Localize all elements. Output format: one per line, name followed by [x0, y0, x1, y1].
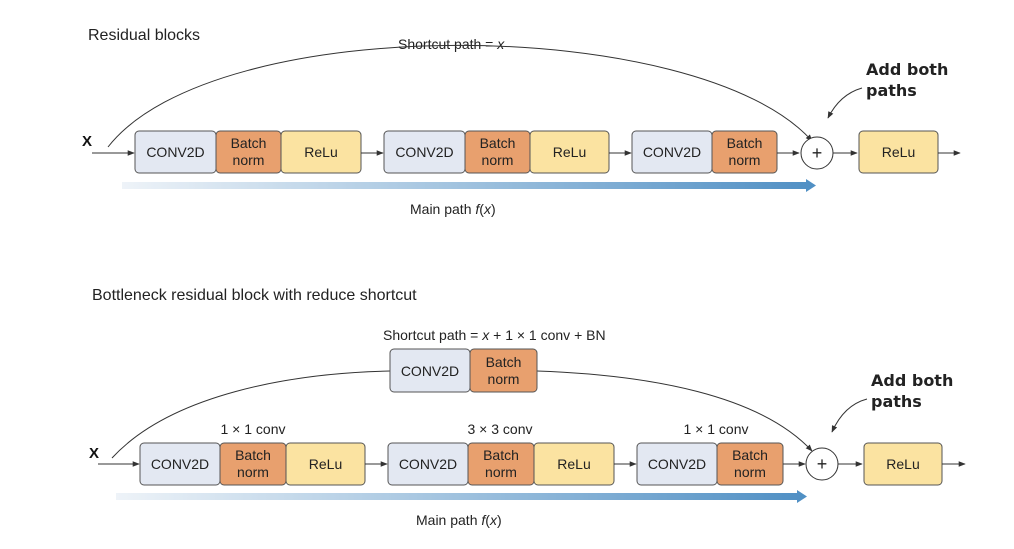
batch-norm-label-line2: norm [233, 152, 265, 168]
conv2d-label: CONV2D [146, 144, 204, 160]
batch-norm-label-line2: norm [488, 371, 520, 387]
diagram1-title: Residual blocks [88, 27, 200, 44]
diagram2-block2-caption: 3 × 3 conv [468, 421, 533, 437]
batch-norm-label-line2: norm [485, 464, 517, 480]
batch-norm-box [469, 348, 538, 393]
conv2d-label: CONV2D [395, 144, 453, 160]
diagram1-block-2: CONV2D Batch norm ReLu [383, 130, 610, 174]
batch-norm-label-line1: Batch [231, 135, 267, 151]
conv2d-label: CONV2D [648, 456, 706, 472]
diagram2-shortcut-label: Shortcut path = x + 1 × 1 conv + BN [383, 327, 606, 343]
batch-norm-label-line1: Batch [235, 447, 271, 463]
diagram1-input-label: X [82, 133, 92, 150]
conv2d-label: CONV2D [401, 363, 459, 379]
diagram2-plus-symbol: + [817, 454, 828, 474]
batch-norm-label-line1: Batch [486, 354, 522, 370]
diagram1-callout-line1: Add both [866, 60, 948, 79]
diagram1-shortcut-label: Shortcut path = x [398, 36, 505, 52]
relu-label: ReLu [309, 456, 342, 472]
batch-norm-box [711, 130, 778, 174]
relu-box [280, 130, 362, 174]
batch-norm-label-line1: Batch [480, 135, 516, 151]
relu-box [529, 130, 610, 174]
conv2d-label: CONV2D [151, 456, 209, 472]
diagram2-callout-line1: Add both [871, 371, 953, 390]
batch-norm-label-line1: Batch [727, 135, 763, 151]
diagram1-plus-symbol: + [812, 143, 823, 163]
conv2d-label: CONV2D [399, 456, 457, 472]
bottleneck-block-diagram: Bottleneck residual block with reduce sh… [89, 287, 966, 528]
diagram2-final-relu-label: ReLu [886, 456, 919, 472]
diagram2-input-label: X [89, 445, 99, 462]
batch-norm-label-line1: Batch [732, 447, 768, 463]
residual-blocks-diagram: Residual blocks Shortcut path = x Add bo… [82, 27, 961, 217]
diagram1-shortcut-arc [107, 44, 813, 148]
diagram2-shortcut-arc-left [111, 370, 391, 459]
diagram2-callout-arrow [831, 398, 868, 433]
batch-norm-label-line1: Batch [483, 447, 519, 463]
diagram2-block-2: CONV2D Batch norm ReLu [387, 442, 615, 486]
diagram1-callout-line2: paths [866, 81, 917, 100]
diagram2-main-path-arrow [116, 490, 807, 503]
diagram2-callout-line2: paths [871, 392, 922, 411]
diagram1-block-3: CONV2D Batch norm [631, 130, 778, 174]
diagram1-callout-arrow [827, 87, 863, 119]
batch-norm-label-line2: norm [237, 464, 269, 480]
diagram1-final-relu-label: ReLu [882, 144, 915, 160]
relu-label: ReLu [304, 144, 337, 160]
diagram2-title: Bottleneck residual block with reduce sh… [92, 287, 417, 304]
diagram2-block1-caption: 1 × 1 conv [221, 421, 286, 437]
diagram2-shortcut-block: CONV2D Batch norm [389, 348, 538, 393]
batch-norm-label-line2: norm [729, 152, 761, 168]
diagram2-block3-caption: 1 × 1 conv [684, 421, 749, 437]
relu-label: ReLu [553, 144, 586, 160]
diagram1-main-path-arrow [122, 179, 816, 192]
diagram2-block-1: CONV2D Batch norm ReLu [139, 442, 366, 486]
batch-norm-label-line2: norm [734, 464, 766, 480]
relu-label: ReLu [557, 456, 590, 472]
diagram2-shortcut-arc-right [536, 370, 813, 452]
diagram1-final-relu-box [858, 130, 939, 174]
diagram2-block-3: CONV2D Batch norm [636, 442, 784, 486]
batch-norm-label-line2: norm [482, 152, 514, 168]
diagram1-main-path-label: Main path f(x) [410, 201, 496, 217]
conv2d-label: CONV2D [643, 144, 701, 160]
diagram1-block-1: CONV2D Batch norm ReLu [134, 130, 362, 174]
diagram2-main-path-label: Main path f(x) [416, 512, 502, 528]
